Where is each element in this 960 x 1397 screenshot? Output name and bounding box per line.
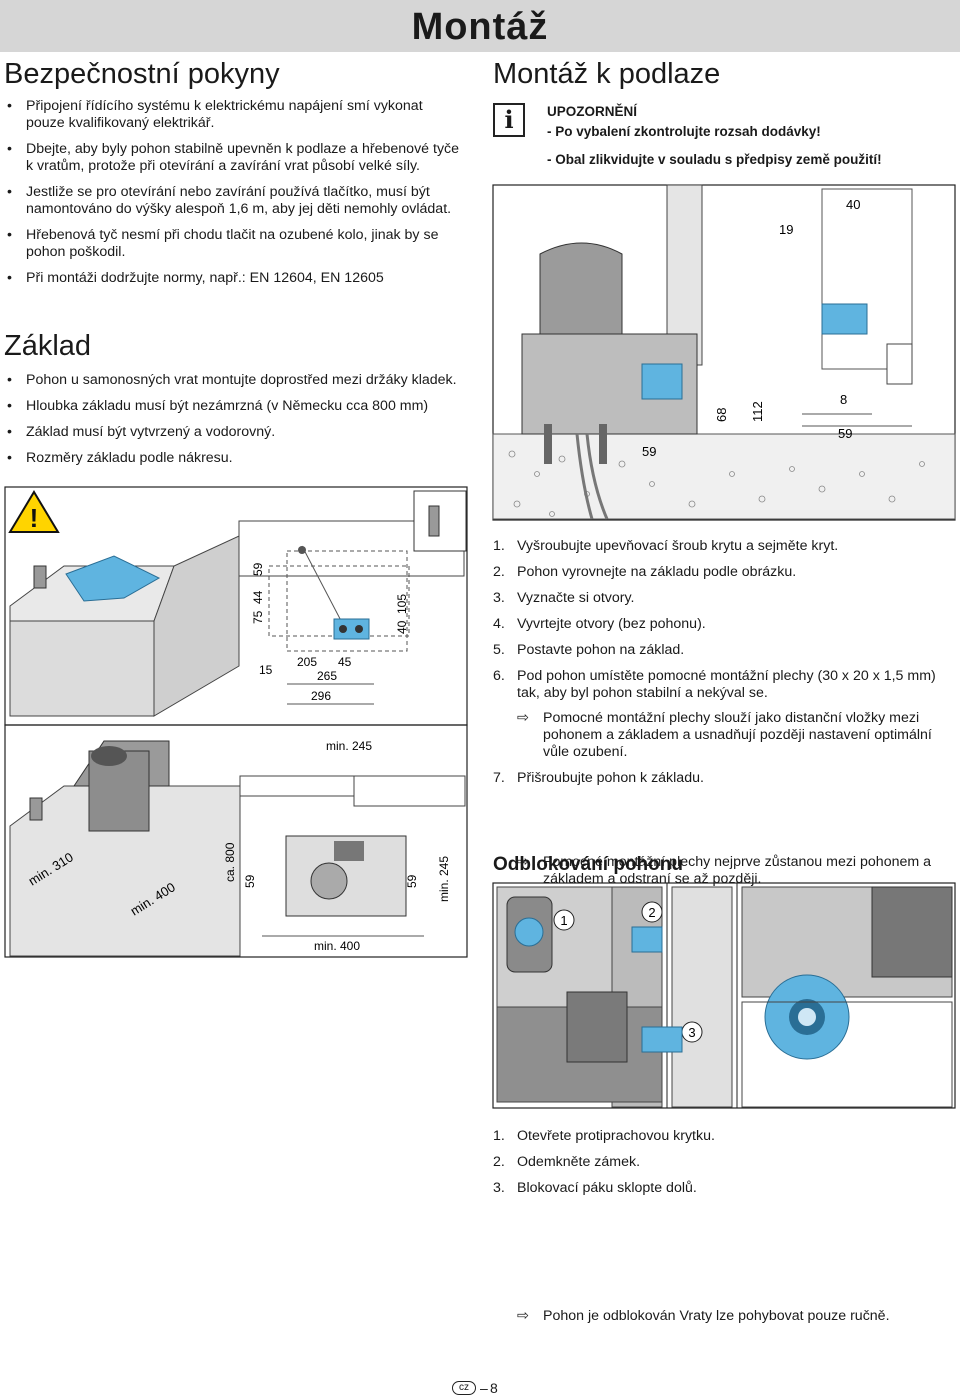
dim-label: ca. 800: [223, 842, 237, 882]
svg-text:!: !: [30, 503, 39, 533]
dim-label: 40: [395, 620, 409, 634]
step-number: 1: [560, 913, 567, 928]
note: ⇨Pomocné montážní plechy slouží jako dis…: [517, 710, 932, 760]
note: ⇨Pohon je odblokován Vraty lze pohybovat…: [517, 1308, 890, 1324]
dim-label: 59: [405, 874, 419, 888]
list-item: Rozměry základu podle nákresu.: [4, 450, 464, 467]
dim-label: 59: [251, 562, 265, 576]
list-item: Pohon u samonosných vrat montujte dopros…: [4, 372, 464, 389]
step-number: 3: [688, 1025, 695, 1040]
notice-line: - Po vybalení zkontrolujte rozsah dodávk…: [547, 124, 821, 139]
list-item: Hloubka základu musí být nezámrzná (v Ně…: [4, 398, 464, 415]
list-item: Dbejte, aby byly pohon stabilně upevněn …: [4, 141, 464, 175]
dim-label: min. 245: [326, 739, 372, 753]
footer-dash: –: [480, 1380, 488, 1396]
list-item: Připojení řídícího systému k elektrickém…: [4, 98, 464, 132]
warning-icon: !: [8, 490, 60, 533]
list-item: 2.Odemkněte zámek.: [493, 1154, 641, 1170]
dim-label: 265: [317, 669, 337, 683]
floor-mount-step-7: 7.Přišroubujte pohon k základu.: [493, 770, 958, 796]
dim-label: min. 400: [314, 939, 360, 953]
list-item: 7.Přišroubujte pohon k základu.: [493, 770, 704, 786]
floor-mount-title: Montáž k podlaze: [493, 58, 721, 90]
dim-label: 59: [243, 874, 257, 888]
unlock-title: Odblokování pohonu: [493, 854, 683, 875]
dim-label: 8: [840, 392, 847, 407]
unlock-steps: 1.Otevřete protiprachovou krytku. 2.Odem…: [493, 1128, 958, 1206]
list-item: 5.Postavte pohon na základ.: [493, 642, 685, 658]
unlock-illustration: 1 2 3: [492, 882, 956, 1109]
floor-mount-illustration: 40 19 8 59 112 68 59: [492, 184, 956, 521]
notice-line: - Obal zlikvidujte v souladu s předpisy …: [547, 152, 882, 167]
dim-label: 59: [838, 426, 852, 441]
list-item: Při montáži dodržujte normy, např.: EN 1…: [4, 270, 464, 287]
notice-heading: UPOZORNĚNÍ: [547, 104, 638, 119]
dim-label: 296: [311, 689, 331, 703]
header-bar: [0, 0, 960, 52]
foundation-illustration: ! 59 44 75 105 40 15 205 45 265 296 min.…: [4, 486, 468, 958]
dim-label: 59: [642, 444, 656, 459]
dim-label: 68: [714, 408, 729, 422]
dim-label: 112: [750, 401, 765, 422]
list-item: 3.Vyznačte si otvory.: [493, 590, 635, 606]
info-icon: i: [493, 103, 525, 137]
dim-label: 205: [297, 655, 317, 669]
foundation-list: Pohon u samonosných vrat montujte dopros…: [4, 372, 464, 476]
dim-label: 19: [779, 222, 793, 237]
foundation-title: Základ: [4, 330, 92, 362]
floor-mount-steps: 1.Vyšroubujte upevňovací šroub krytu a s…: [493, 538, 958, 711]
list-item: 6.Pod pohon umístěte pomocné montážní pl…: [493, 668, 936, 701]
list-item: 3.Blokovací páku sklopte dolů.: [493, 1180, 697, 1196]
dim-label: min. 245: [437, 856, 451, 902]
dim-label: 44: [251, 590, 265, 604]
language-badge: cz: [452, 1381, 476, 1395]
list-item: Základ musí být vytvrzený a vodorovný.: [4, 424, 464, 441]
safety-list: Připojení řídícího systému k elektrickém…: [4, 98, 464, 296]
list-item: 2.Pohon vyrovnejte na základu podle obrá…: [493, 564, 797, 580]
step-number: 2: [648, 905, 655, 920]
page-number: 8: [490, 1380, 498, 1396]
dim-label: 40: [846, 197, 860, 212]
list-item: Jestliže se pro otevírání nebo zavírání …: [4, 184, 464, 218]
list-item: 1.Otevřete protiprachovou krytku.: [493, 1128, 715, 1144]
dim-label: 105: [395, 594, 409, 614]
list-item: 1.Vyšroubujte upevňovací šroub krytu a s…: [493, 538, 839, 554]
dim-label: 15: [259, 663, 273, 677]
list-item: 4.Vyvrtejte otvory (bez pohonu).: [493, 616, 706, 632]
dim-label: 45: [338, 655, 352, 669]
list-item: Hřebenová tyč nesmí při chodu tlačit na …: [4, 227, 464, 261]
safety-title: Bezpečnostní pokyny: [4, 58, 280, 90]
dim-label: 75: [251, 610, 265, 624]
page-title: Montáž: [411, 6, 549, 48]
